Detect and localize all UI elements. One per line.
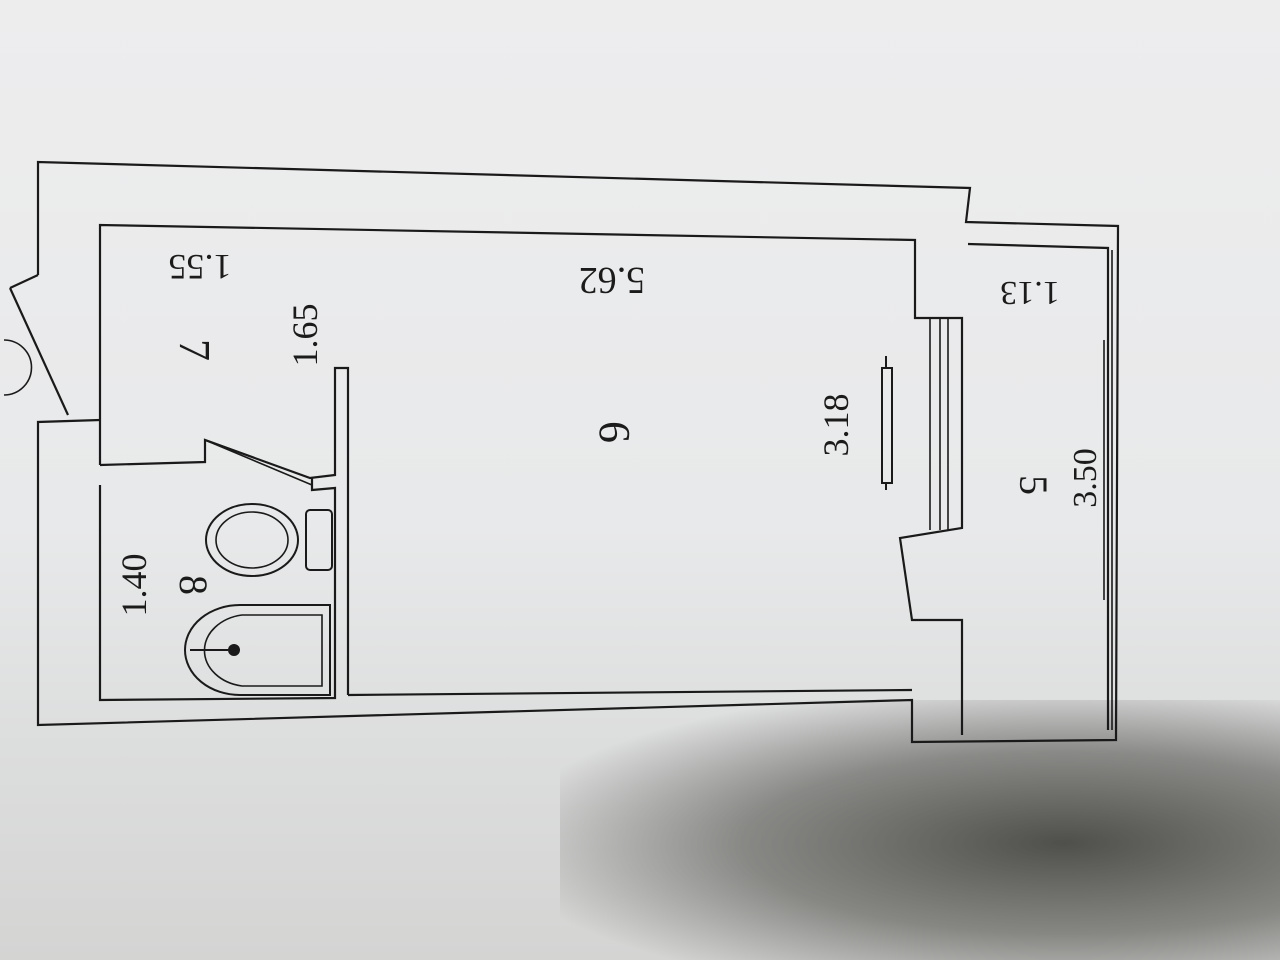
bathroom-door: [204, 439, 313, 486]
dimension-3-18: 3.18: [816, 394, 856, 457]
entrance-door-icon: [3, 274, 70, 416]
bathroom-inner-wall: [98, 478, 337, 702]
hand-shadow: [560, 700, 1280, 960]
inner-wall: [98, 223, 964, 735]
balcony-wall: [967, 242, 1110, 730]
bathtub-icon: [184, 604, 331, 696]
dimension-1-13: 1.13: [1000, 274, 1060, 311]
room-number-6: 6: [590, 421, 639, 443]
outer-wall: [36, 160, 1120, 744]
dimension-1-65: 1.65: [285, 304, 325, 367]
toilet-icon: [205, 503, 333, 577]
window: [929, 318, 949, 530]
room-number-5: 5: [1011, 475, 1056, 495]
room-bottom-wall: [347, 688, 913, 697]
dimension-5-62: 5.62: [579, 259, 646, 301]
bathroom-partition: [99, 366, 350, 695]
room-number-8: 8: [171, 575, 216, 595]
room-number-7: 7: [170, 339, 219, 361]
radiator-icon: [881, 367, 893, 484]
dimension-3-50: 3.50: [1067, 448, 1104, 508]
dimension-1-55: 1.55: [169, 247, 232, 287]
dimension-1-40: 1.40: [114, 554, 154, 617]
